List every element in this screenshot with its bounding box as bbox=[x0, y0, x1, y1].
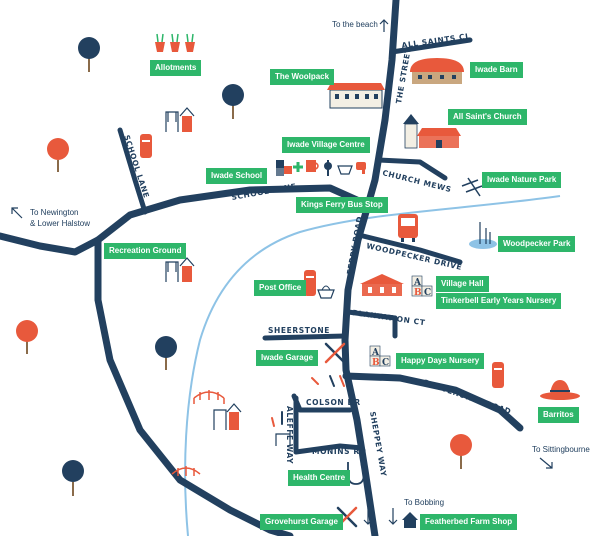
label-iwade-barn[interactable]: Iwade Barn bbox=[470, 62, 523, 78]
monins-rd-road bbox=[293, 443, 365, 455]
plantation-ct-road bbox=[345, 309, 398, 339]
abc-blocks-icon: A B C bbox=[369, 345, 391, 368]
pond-icon bbox=[469, 222, 497, 249]
sombrero-icon bbox=[540, 380, 580, 400]
direction-beach: To the beach bbox=[332, 20, 378, 29]
label-iwade-school[interactable]: Iwade School bbox=[206, 168, 268, 184]
road-label-plantation-ct: PLANTATION CT bbox=[352, 308, 427, 327]
road-label-church-mews: CHURCH MEWS bbox=[382, 168, 453, 194]
playground-icon bbox=[165, 107, 195, 132]
tree-icon bbox=[62, 460, 84, 496]
playground-icon bbox=[213, 403, 242, 430]
hall-icon bbox=[360, 274, 404, 296]
all-saints-cl-road bbox=[389, 37, 473, 55]
direction-bobbing: To Bobbing bbox=[404, 498, 444, 507]
label-woodpecker-park[interactable]: Woodpecker Park bbox=[498, 236, 576, 252]
direction-newington-1: To Newington bbox=[30, 208, 78, 217]
beauty-icons bbox=[311, 375, 345, 387]
bus-icon bbox=[398, 214, 418, 242]
dragonfly-icon bbox=[461, 177, 483, 197]
abc-blocks-icon: A B C bbox=[411, 275, 433, 298]
tree-icon bbox=[78, 37, 100, 72]
tree-icon bbox=[16, 320, 38, 354]
label-allotments[interactable]: Allotments bbox=[150, 60, 202, 76]
label-kings-ferry-bus-stop[interactable]: Kings Ferry Bus Stop bbox=[296, 197, 388, 213]
shop-icons bbox=[276, 160, 366, 176]
basket-icon bbox=[317, 285, 335, 299]
label-grovehurst-garage[interactable]: Grovehurst Garage bbox=[260, 514, 343, 530]
the-street-road bbox=[364, 0, 400, 209]
stream bbox=[184, 195, 561, 536]
church-mews-road bbox=[375, 157, 448, 181]
label-village-hall[interactable]: Village Hall bbox=[436, 276, 489, 292]
svg-text:C: C bbox=[424, 288, 431, 298]
tree-icon bbox=[155, 336, 177, 370]
svg-text:B: B bbox=[372, 358, 380, 368]
road-label-monins-rd: MONINS RD bbox=[312, 447, 367, 456]
label-recreation-ground[interactable]: Recreation Ground bbox=[104, 243, 187, 259]
label-iwade-nature-park[interactable]: Iwade Nature Park bbox=[482, 172, 562, 188]
svg-text:A: A bbox=[371, 348, 380, 358]
tree-icon bbox=[222, 84, 244, 119]
svg-text:A: A bbox=[413, 278, 422, 288]
road-label-ferry-road: FERRY ROAD bbox=[345, 215, 364, 275]
label-iwade-village-centre[interactable]: Iwade Village Centre bbox=[282, 137, 370, 153]
arrow-down-right-icon bbox=[539, 457, 553, 469]
playground-icon bbox=[165, 257, 195, 282]
postbox-icon bbox=[492, 362, 504, 388]
road-label-the-street: THE STREET bbox=[394, 47, 413, 105]
label-featherbed-farm-shop[interactable]: Featherbed Farm Shop bbox=[420, 514, 518, 530]
postbox-icon bbox=[140, 134, 152, 158]
tools-icon bbox=[324, 342, 346, 364]
svg-text:C: C bbox=[382, 358, 389, 368]
label-happy-days-nursery[interactable]: Happy Days Nursery bbox=[396, 353, 485, 369]
postbox-icon bbox=[304, 270, 316, 296]
school-lane-north-road bbox=[117, 127, 148, 215]
arrow-down-icon bbox=[388, 508, 398, 525]
farm-shop-icon bbox=[402, 512, 418, 528]
carrot-icon bbox=[155, 33, 195, 52]
label-all-saints-church[interactable]: All Saint's Church bbox=[448, 109, 527, 125]
arrow-up-icon bbox=[379, 19, 389, 32]
label-the-woolpack[interactable]: The Woolpack bbox=[270, 69, 335, 85]
pub-building-icon bbox=[327, 83, 385, 109]
label-barritos[interactable]: Barritos bbox=[538, 407, 579, 423]
bridge-icon bbox=[193, 390, 225, 404]
sheerstone-road bbox=[262, 333, 348, 341]
grovehurst-road bbox=[342, 372, 524, 432]
road-label-sheppey-way: SHEPPEY WAY bbox=[368, 411, 388, 478]
label-tinkerbell-nursery[interactable]: Tinkerbell Early Years Nursery bbox=[436, 293, 562, 309]
tree-icon bbox=[47, 138, 69, 172]
beauty-icons bbox=[271, 411, 283, 427]
road-label-school-lane-lower: SCHOOL LANE bbox=[231, 182, 297, 202]
label-health-centre[interactable]: Health Centre bbox=[288, 470, 351, 486]
direction-sittingbourne: To Sittingbourne bbox=[532, 445, 590, 454]
school-lane-road bbox=[0, 184, 372, 256]
label-iwade-garage[interactable]: Iwade Garage bbox=[256, 350, 319, 366]
barn-icon bbox=[410, 58, 464, 84]
label-post-office[interactable]: Post Office bbox=[254, 280, 307, 296]
road-label-colson-dr: COLSON DR bbox=[306, 398, 361, 407]
svg-text:B: B bbox=[414, 288, 422, 298]
bridge-icon bbox=[171, 466, 201, 476]
woodpecker-drive-road bbox=[356, 232, 463, 265]
road-label-sheerstone: SHEERSTONE bbox=[268, 326, 330, 335]
arrow-down-icon bbox=[363, 508, 373, 525]
direction-newington-2: & Lower Halstow bbox=[30, 219, 90, 228]
arrow-up-left-icon bbox=[11, 207, 23, 219]
church-icon bbox=[403, 114, 461, 149]
tree-icon bbox=[450, 434, 472, 469]
playground-icon bbox=[275, 433, 291, 446]
